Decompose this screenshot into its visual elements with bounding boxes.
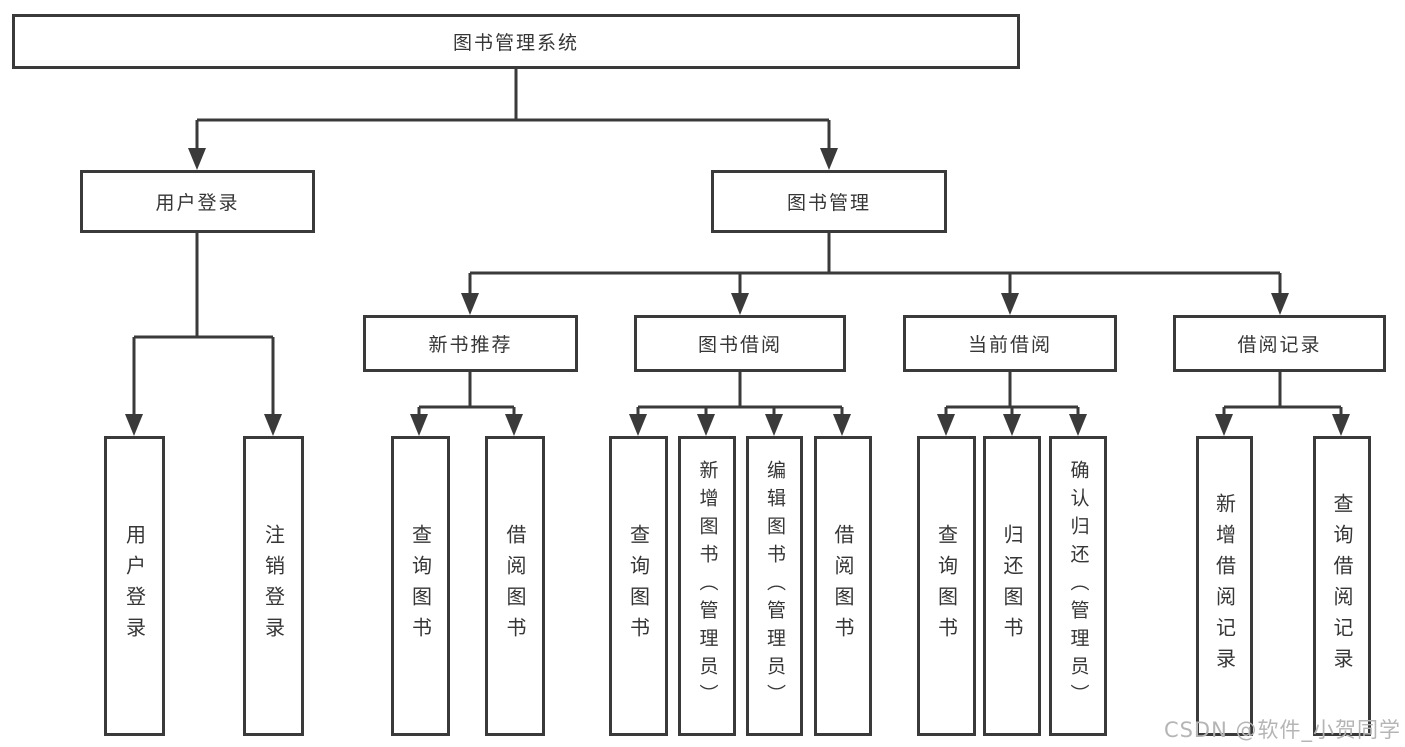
leaf-query-book-recommend-label: 查询图书 [408,524,433,648]
leaf-logout: 注销登录 [243,436,304,736]
connector-root [188,68,838,170]
leaf-logout-label: 注销登录 [261,524,286,648]
leaf-user-login-label: 用户登录 [122,524,147,648]
node-user-login-label: 用户登录 [155,192,240,214]
node-root-label: 图书管理系统 [452,32,579,54]
connector-mgmt [461,233,1289,315]
leaf-add-borrow-record-label: 新增借阅记录 [1212,493,1237,679]
leaf-query-book-borrow-label: 查询图书 [626,524,651,648]
node-new-book-recommend: 新书推荐 [363,315,578,372]
leaf-query-book-current: 查询图书 [917,436,976,736]
leaf-edit-book-admin-label: 编辑图书（管理员） [764,460,786,712]
leaf-add-book-admin: 新增图书（管理员） [678,436,736,736]
node-borrow-record: 借阅记录 [1173,315,1386,372]
leaf-query-book-borrow: 查询图书 [609,436,668,736]
leaf-query-borrow-record-label: 查询借阅记录 [1330,493,1354,679]
node-user-login: 用户登录 [80,170,315,233]
node-current-borrow-label: 当前借阅 [967,334,1052,356]
node-book-borrow: 图书借阅 [634,315,846,372]
leaf-confirm-return-admin: 确认归还（管理员） [1049,436,1107,736]
connector-section-3 [937,372,1087,436]
connector-section-2 [629,372,851,436]
connector-login [125,233,282,436]
connector-section-4 [1215,372,1350,436]
leaf-borrow-book-recommend-label: 借阅图书 [503,524,527,648]
leaf-query-borrow-record: 查询借阅记录 [1313,436,1371,736]
leaf-borrow-book: 借阅图书 [814,436,872,736]
leaf-user-login: 用户登录 [104,436,165,736]
node-book-mgmt-label: 图书管理 [786,192,871,214]
leaf-add-borrow-record: 新增借阅记录 [1196,436,1253,736]
connector-section-1 [410,372,523,436]
leaf-borrow-book-label: 借阅图书 [831,524,855,648]
leaf-return-book: 归还图书 [983,436,1041,736]
leaf-query-book-current-label: 查询图书 [934,524,959,648]
leaf-query-book-recommend: 查询图书 [391,436,450,736]
node-root: 图书管理系统 [12,14,1020,69]
leaf-edit-book-admin: 编辑图书（管理员） [746,436,803,736]
node-book-mgmt: 图书管理 [711,170,947,233]
leaf-return-book-label: 归还图书 [1000,524,1024,648]
csdn-watermark: CSDN @软件_小贺同学 [1163,718,1401,742]
node-borrow-record-label: 借阅记录 [1237,334,1322,356]
node-book-borrow-label: 图书借阅 [697,334,782,356]
leaf-add-book-admin-label: 新增图书（管理员） [696,460,719,712]
leaf-confirm-return-admin-label: 确认归还（管理员） [1067,460,1090,712]
node-current-borrow: 当前借阅 [903,315,1117,372]
node-new-book-recommend-label: 新书推荐 [428,334,513,356]
leaf-borrow-book-recommend: 借阅图书 [485,436,545,736]
